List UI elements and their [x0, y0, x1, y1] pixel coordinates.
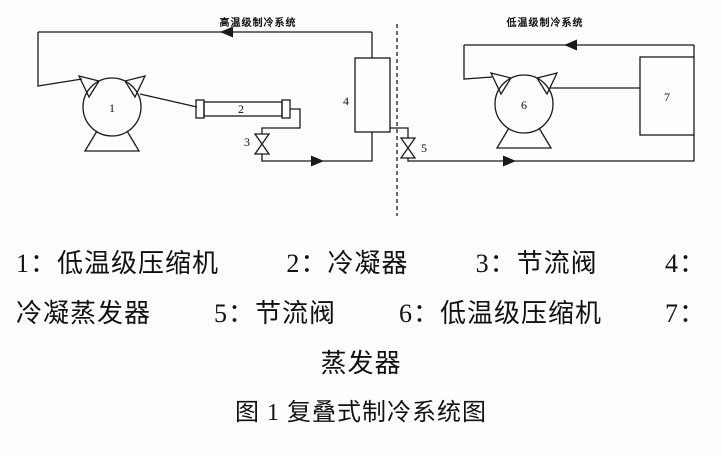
legend-line-2: 冷凝蒸发器 5：节流阀 6：低温级压缩机 7： — [0, 286, 722, 336]
component-number-3: 3 — [244, 135, 250, 149]
throttle-valve-5-symbol — [399, 137, 417, 159]
legend-line-3: 蒸发器 — [0, 336, 722, 386]
legend-item: 蒸发器 — [320, 348, 402, 378]
legend-line-1: 1：低温级压缩机 2：冷凝器 3：节流阀 4： — [0, 236, 722, 286]
compressor-1-left-port — [77, 75, 101, 99]
figure-caption: 1：低温级压缩机 2：冷凝器 3：节流阀 4： 冷凝蒸发器 5：节流阀 6：低温… — [0, 232, 722, 432]
pipe-valve5-to-evaporator — [407, 135, 695, 162]
pipe-condenser-to-valve3 — [261, 108, 301, 134]
component-number-5: 5 — [421, 141, 427, 155]
component-number-4: 4 — [343, 94, 349, 108]
low-temp-system-label: 低温级制冷系统 — [506, 16, 584, 29]
compressor-6-base — [495, 127, 553, 149]
legend-item: 1：低温级压缩机 — [16, 248, 220, 278]
legend-item: 4： — [664, 248, 706, 278]
compressor-1-right-port — [123, 75, 147, 99]
high-temp-system-label: 高温级制冷系统 — [220, 16, 297, 29]
compressor-6-right-port — [535, 72, 559, 96]
flow-arrow-right-top — [564, 39, 577, 51]
throttle-valve-3-symbol — [253, 133, 271, 155]
figure-title-text: 图 1 复叠式制冷系统图 — [235, 399, 487, 426]
component-number-1: 1 — [109, 101, 115, 115]
flow-arrow-left-bottom — [311, 155, 324, 167]
pipe-unit4-to-valve5 — [390, 127, 409, 138]
evaporator-7-symbol — [639, 56, 695, 136]
legend-item: 7： — [664, 298, 706, 328]
compressor-1-base — [83, 130, 141, 152]
pipe-comp1-to-condenser — [139, 93, 198, 108]
component-number-2: 2 — [238, 102, 244, 116]
legend-item: 6：低温级压缩机 — [398, 298, 602, 328]
pipe-right-riser — [463, 45, 493, 80]
component-number-7: 7 — [664, 90, 670, 104]
legend-item: 5：节流阀 — [213, 298, 336, 328]
cascade-condenser-evaporator-4-symbol — [354, 57, 391, 133]
legend-item: 冷凝蒸发器 — [16, 298, 152, 328]
compressor-6-symbol — [489, 72, 559, 149]
legend-item: 2：冷凝器 — [286, 248, 409, 278]
compressor-6-left-port — [489, 72, 513, 96]
compressor-1-symbol — [77, 75, 147, 152]
flow-arrow-right-bottom — [503, 155, 516, 167]
pipe-valve3-to-unit4 — [261, 132, 373, 162]
component-number-6: 6 — [521, 98, 527, 112]
refrigeration-system-diagram: 高温级制冷系统 低温级制冷系统 1 2 3 4 5 6 7 — [37, 16, 695, 216]
figure-title: 图 1 复叠式制冷系统图 — [0, 386, 722, 432]
flow-arrow-left-top — [220, 26, 233, 38]
pipe-left-riser — [37, 32, 83, 87]
legend-item: 3：节流阀 — [475, 248, 598, 278]
